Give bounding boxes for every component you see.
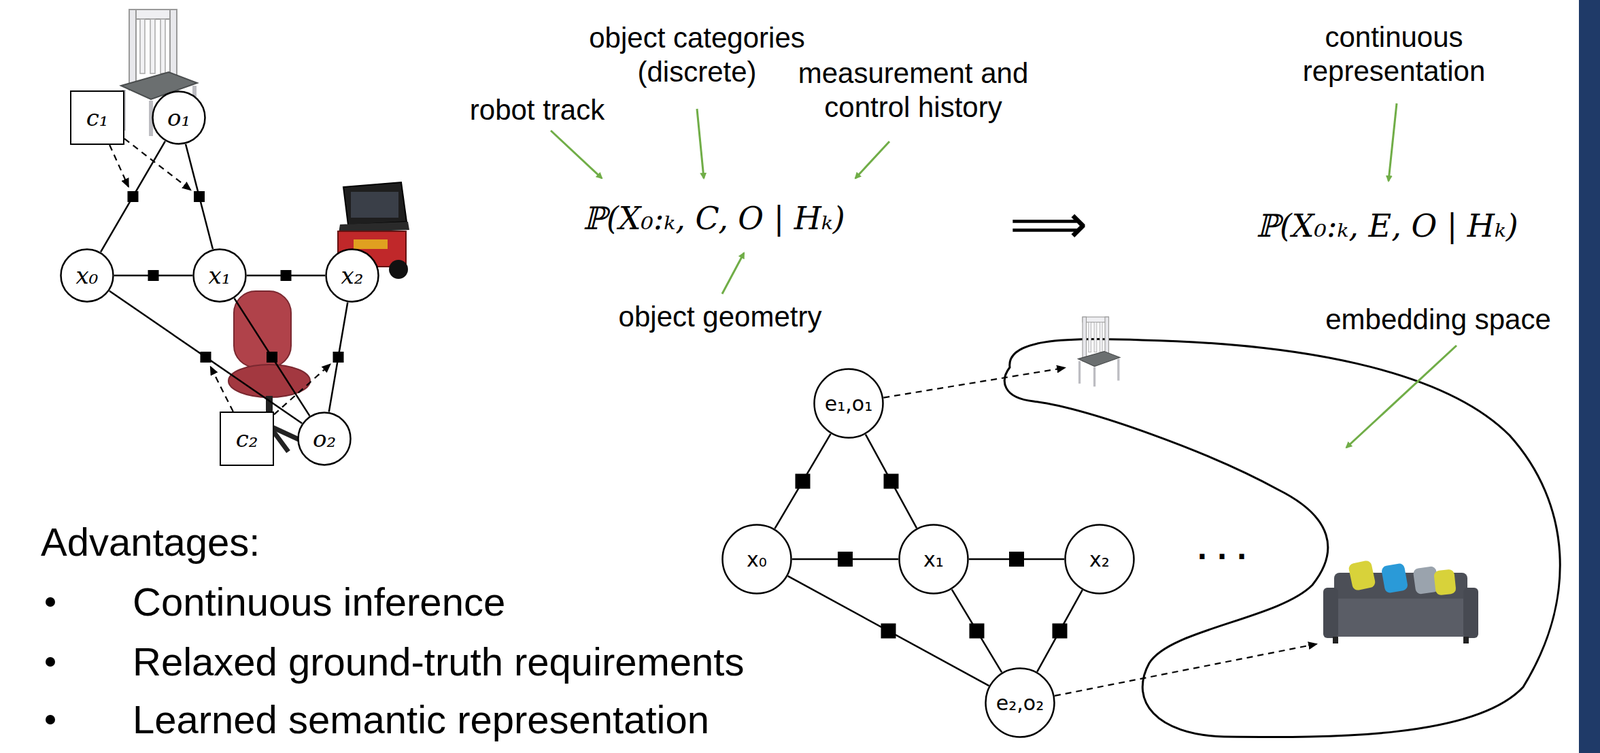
factor-square (837, 551, 853, 567)
variable-circle: x₂ (1064, 523, 1135, 595)
factor-square (200, 351, 212, 363)
chair-picture (1077, 316, 1120, 387)
factor-edge (774, 433, 831, 529)
variable-circle: x₀ (721, 523, 793, 595)
text-label: Relaxed ground-truth requirements (132, 637, 744, 686)
factor-edge (109, 291, 302, 424)
node-label: c₁ (86, 104, 109, 132)
node-label: c₂ (235, 424, 259, 453)
factor-square (280, 269, 292, 281)
node-label: x₁ (923, 547, 944, 572)
text-label: object categories (discrete) (560, 21, 833, 90)
node-label: x₁ (208, 261, 232, 289)
embedding-space-outline (1004, 338, 1560, 737)
node-label: o₁ (167, 104, 191, 132)
sofa-picture (1323, 559, 1479, 644)
text-label: Continuous inference (132, 577, 506, 626)
variable-circle: e₂,o₂ (984, 667, 1056, 738)
variable-circle: x₀ (59, 248, 115, 303)
factor-square (969, 623, 985, 639)
factor-edge (865, 434, 917, 529)
text-label: ℙ(X₀:ₖ, E, O | Hₖ) (1255, 207, 1518, 245)
factor-edge (100, 141, 166, 253)
dashed-arrow (883, 367, 1065, 398)
factor-square (881, 623, 897, 639)
factor-square (193, 191, 205, 202)
text-label: ℙ(X₀:ₖ, C, O | Hₖ) (582, 199, 845, 238)
category-box: c₁ (70, 90, 125, 145)
variable-circle: o₁ (151, 90, 207, 145)
variable-circle: x₂ (325, 248, 380, 303)
text-label: Advantages: (40, 518, 260, 566)
text-label: Learned semantic representation (132, 695, 710, 744)
factor-edge (329, 301, 349, 412)
text-label: robot track (469, 93, 605, 128)
leader-lines (550, 103, 1457, 448)
factor-edge (246, 269, 326, 281)
variable-circle: x₁ (898, 523, 969, 595)
variable-circle: x₁ (192, 248, 247, 303)
factor-edge (792, 551, 899, 567)
node-label: x₂ (341, 261, 364, 289)
text-label: continuous representation (1264, 20, 1524, 90)
text-label: · · · (1196, 539, 1247, 573)
factor-square (266, 351, 278, 363)
factor-edge (968, 551, 1065, 567)
dashed-arrow (109, 144, 129, 187)
node-label: o₂ (312, 424, 336, 453)
dashed-arrow (274, 364, 331, 415)
text-label: embedding space (1325, 302, 1552, 337)
factor-square (1052, 623, 1068, 639)
node-label: x₀ (746, 547, 768, 572)
factor-edge (234, 298, 311, 417)
factor-edge (951, 589, 1002, 673)
text-label: ⟹ (1009, 191, 1088, 258)
dashed-arrow (1054, 643, 1317, 696)
text-label: measurement and control history (763, 56, 1063, 126)
factor-square (1009, 551, 1025, 567)
factor-edge (114, 269, 193, 281)
dashed-arrow (124, 138, 191, 190)
variable-circle: e₁,o₁ (813, 367, 884, 439)
factor-square (333, 351, 345, 363)
bullet-dots (45, 597, 56, 725)
node-label: e₂,o₂ (996, 690, 1044, 715)
node-label: e₁,o₁ (824, 391, 873, 416)
variable-circle: o₂ (297, 411, 352, 466)
node-label: x₂ (1089, 547, 1110, 572)
factor-edge (185, 144, 213, 250)
side-stripe (1578, 0, 1600, 753)
factor-square (148, 269, 160, 281)
factor-square (127, 191, 139, 202)
node-label: x₀ (76, 261, 99, 289)
factor-edge (1036, 589, 1083, 672)
factor-square (883, 473, 899, 489)
factor-edge (788, 575, 990, 686)
text-label: object geometry (618, 299, 823, 334)
category-box: c₂ (219, 411, 275, 466)
factor-square (795, 473, 811, 489)
dashed-arrow (210, 366, 234, 412)
